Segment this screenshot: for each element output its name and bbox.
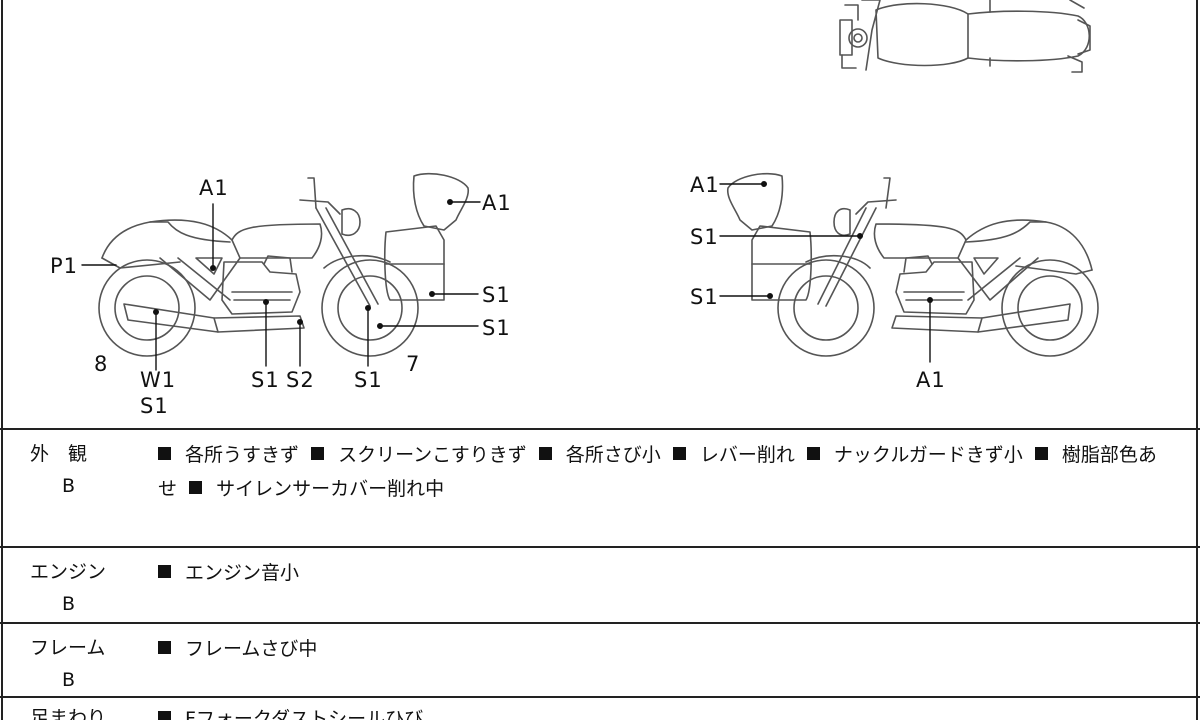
row-items: 各所うすきず スクリーンこすりきず 各所さび小 レバー削れ ナックルガードきず小… [158,438,1178,506]
label-a1-tank: A1 [199,176,229,200]
row-items: エンジン音小 [158,556,1178,590]
item: エンジン音小 [158,562,299,584]
category-name: 足まわり [30,707,107,720]
label-s1-cowl: S1 [482,283,511,307]
label-8: 8 [94,352,109,376]
row-suspension: 足まわり Fフォークダストシールひび [0,696,1200,720]
row-exterior: 外 観 B 各所うすきず スクリーンこすりきず 各所さび小 レバー削れ ナックル… [0,428,1200,546]
label-a1-screen: A1 [482,191,512,215]
bullet-icon [806,447,820,460]
bullet-icon [672,447,686,460]
category-name: 外 観 [30,443,88,465]
category-grade: B [62,593,76,615]
bullet-icon [189,481,203,494]
row-category: エンジン B [30,556,120,620]
leader-dots [153,181,933,329]
item: 各所うすきず [158,444,299,466]
label-right-a1-screen: A1 [690,173,720,197]
row-engine: エンジン B エンジン音小 [0,546,1200,622]
bullet-icon [158,641,171,654]
top-view-bike [839,0,1091,73]
bullet-icon [538,447,552,460]
item: サイレンサーカバー削れ中 [189,478,444,500]
motorcycle-diagram: A1 A1 P1 S1 S1 8 W1 S1 S1 S2 S1 7 A1 S1 … [50,0,1099,418]
item: スクリーンこすりきず [311,444,527,466]
category-grade: B [62,669,76,691]
label-s1-engine: S1 [251,368,280,392]
bullet-icon [158,565,171,578]
item: レバー削れ [672,444,795,466]
item: Fフォークダストシールひび [158,708,423,720]
bullet-icon [311,447,325,460]
label-right-a1-engine: A1 [916,368,946,392]
row-items: Fフォークダストシールひび [158,702,1178,720]
label-s2: S2 [286,368,315,392]
bullet-icon [158,447,171,460]
label-7: 7 [406,352,421,376]
category-name: エンジン [30,561,107,583]
label-s1-wheel: S1 [354,368,383,392]
label-right-s1-guard: S1 [690,225,719,249]
category-grade: B [62,475,76,497]
bullet-icon [158,711,171,720]
row-category: 足まわり [30,702,120,720]
label-p1: P1 [50,254,79,278]
bullet-icon [1034,447,1048,460]
row-category: フレーム B [30,632,120,696]
label-w1: W1 [140,368,177,392]
leader-lines [81,183,931,371]
label-s1-exhaust: S1 [140,394,169,418]
label-s1-fork: S1 [482,316,511,340]
item: ナックルガードきず小 [806,444,1023,466]
motorcycle-illustration [81,0,1099,371]
label-right-s1-cowl: S1 [690,285,719,309]
row-items: フレームさび中 [158,632,1178,666]
right-view-bike [726,172,1099,357]
row-category: 外 観 B [30,438,120,502]
category-name: フレーム [30,637,106,659]
item: 樹脂部色あせ [158,444,1157,500]
row-frame: フレーム B フレームさび中 [0,622,1200,698]
item: 各所さび小 [538,444,661,466]
left-view-bike [98,172,470,357]
item: フレームさび中 [158,638,317,660]
